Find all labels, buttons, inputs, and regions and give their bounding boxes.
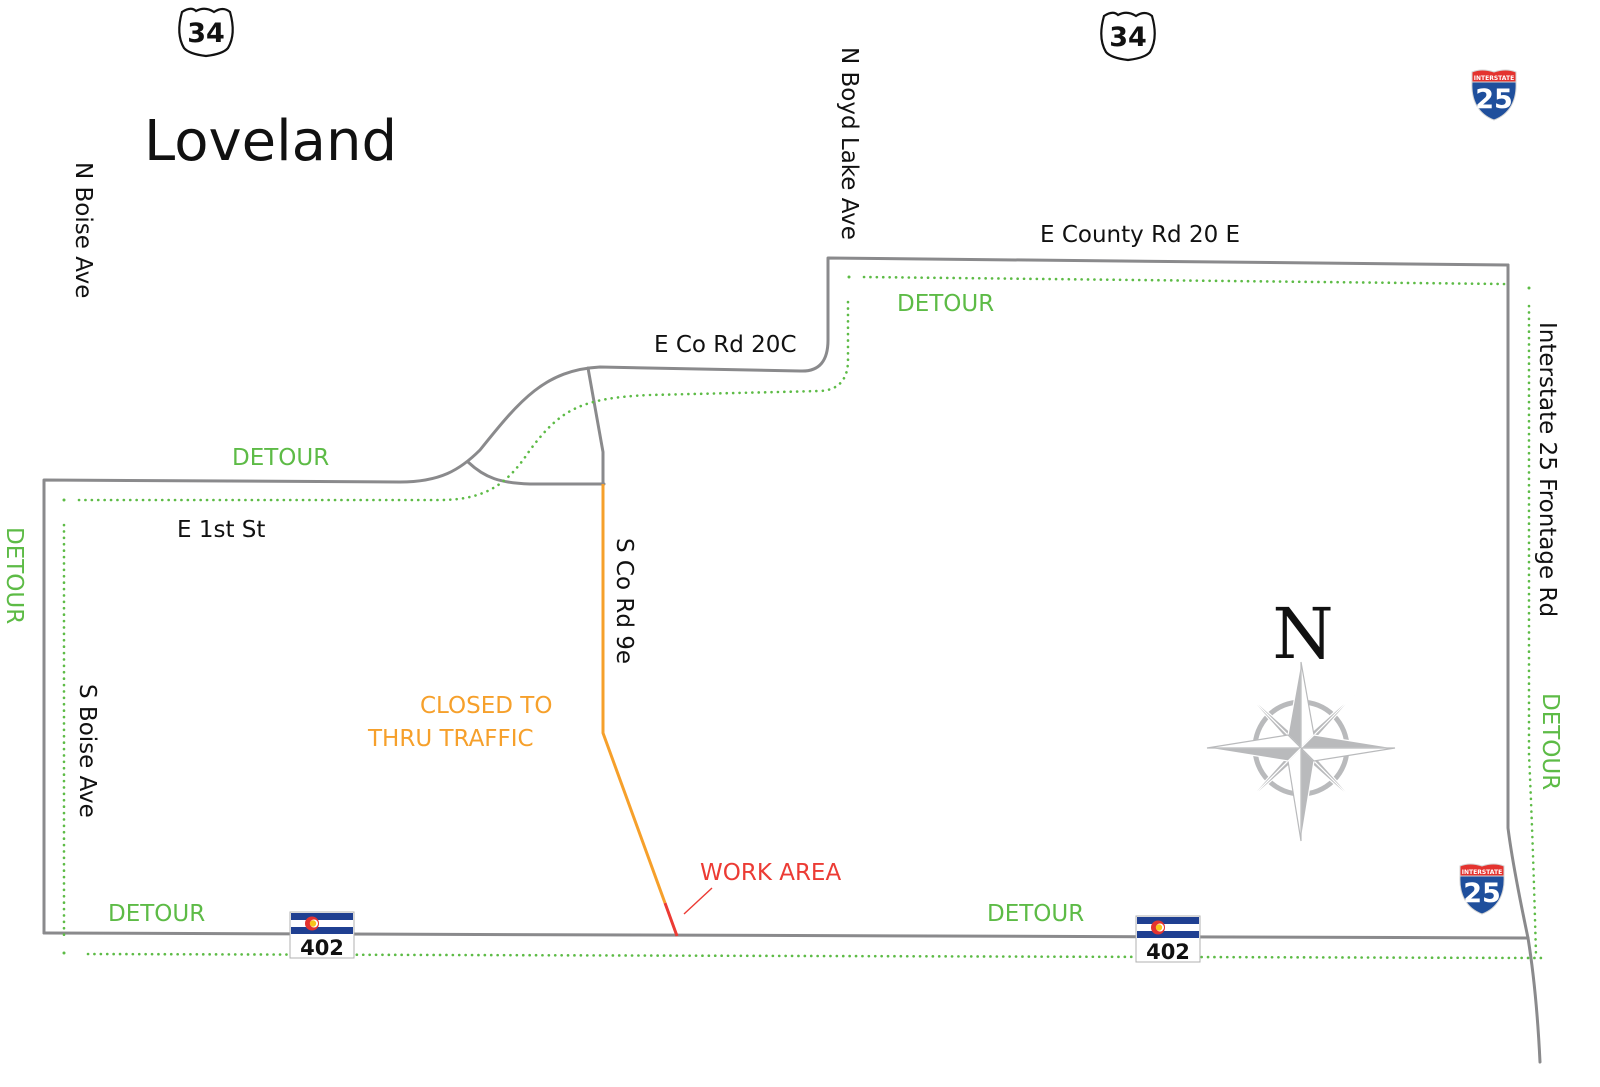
road-s-co-rd-9e-north bbox=[586, 366, 605, 486]
shield-number: 402 bbox=[1146, 940, 1190, 964]
street-label-s-co-rd-9e: S Co Rd 9e bbox=[611, 538, 637, 664]
colorado-402-shield-icon: 402 bbox=[289, 911, 355, 960]
detour-label-top: DETOUR bbox=[897, 291, 994, 317]
shield-number: 25 bbox=[1463, 878, 1501, 909]
detour-route-north bbox=[77, 298, 850, 502]
city-label: Loveland bbox=[144, 109, 397, 174]
work-area-leader-line bbox=[683, 887, 713, 915]
detour-label-bottom-left: DETOUR bbox=[108, 901, 205, 927]
colorado-402-shield-icon: 402 bbox=[1135, 915, 1201, 964]
detour-dot bbox=[1527, 286, 1531, 290]
road-sh-402 bbox=[42, 931, 1530, 940]
street-label-e-co-rd-20c: E Co Rd 20C bbox=[654, 332, 797, 358]
street-label-n-boyd-lake-ave: N Boyd Lake Ave bbox=[836, 47, 862, 240]
detour-route-north-top bbox=[862, 275, 1507, 286]
road-e-1st-st bbox=[42, 256, 1510, 935]
street-label-s-boise-ave: S Boise Ave bbox=[74, 684, 100, 818]
street-label-n-boise-ave: N Boise Ave bbox=[70, 162, 96, 298]
street-label-e-county-rd-20e: E County Rd 20 E bbox=[1040, 222, 1240, 248]
compass-rose-icon bbox=[1206, 661, 1396, 842]
shield-number: 25 bbox=[1475, 84, 1513, 115]
street-label-e-1st-st: E 1st St bbox=[177, 517, 265, 543]
detour-label-mid-left: DETOUR bbox=[232, 445, 329, 471]
interstate-25-shield-icon: INTERSTATE 25 bbox=[1459, 863, 1505, 915]
road-closed-segment bbox=[601, 484, 667, 904]
shield-interstate-word: INTERSTATE bbox=[1474, 75, 1514, 82]
shield-interstate-word: INTERSTATE bbox=[1462, 869, 1502, 876]
street-label-i25-frontage-rd: Interstate 25 Frontage Rd bbox=[1534, 322, 1560, 617]
us-34-shield-icon: 34 bbox=[1100, 11, 1156, 62]
compass-north-label: N bbox=[1272, 593, 1333, 675]
road-connector-ramp bbox=[466, 460, 606, 486]
shield-number: 402 bbox=[300, 936, 344, 960]
shield-number: 34 bbox=[187, 18, 225, 49]
detour-dot bbox=[847, 275, 851, 279]
work-area-label: WORK AREA bbox=[700, 860, 841, 886]
us-34-shield-icon: 34 bbox=[178, 7, 234, 58]
road-work-area-segment bbox=[663, 902, 679, 937]
detour-dot bbox=[62, 498, 66, 502]
closed-label-line1: CLOSED TO bbox=[420, 693, 552, 719]
detour-dot bbox=[62, 951, 66, 955]
detour-route-east bbox=[1527, 304, 1538, 957]
detour-label-bottom-right: DETOUR bbox=[987, 901, 1084, 927]
closed-label-line2: THRU TRAFFIC bbox=[367, 726, 534, 752]
shield-number: 34 bbox=[1109, 22, 1147, 53]
detour-label-left-vertical: DETOUR bbox=[1, 527, 27, 624]
interstate-25-shield-icon: INTERSTATE 25 bbox=[1471, 69, 1517, 121]
detour-label-right-vertical: DETOUR bbox=[1537, 693, 1563, 790]
